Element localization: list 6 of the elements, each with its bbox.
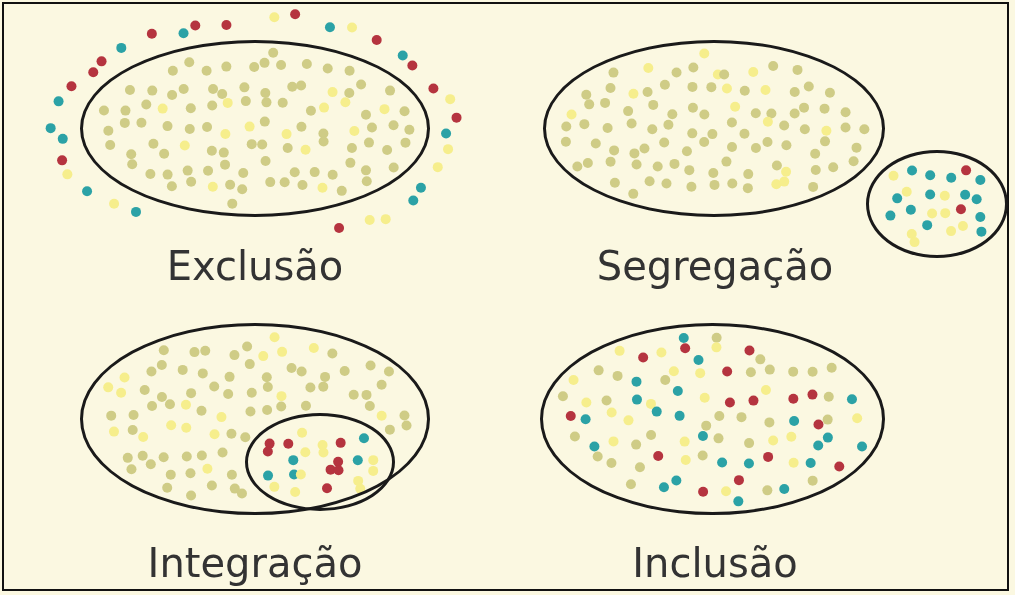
caption-text: Segregação xyxy=(596,243,834,289)
circle-outline xyxy=(245,413,395,511)
caption-text: Inclusão xyxy=(632,540,798,586)
circle-outline xyxy=(866,150,1008,258)
caption-text: Integração xyxy=(147,540,363,586)
caption-text: Exclusão xyxy=(166,243,344,289)
